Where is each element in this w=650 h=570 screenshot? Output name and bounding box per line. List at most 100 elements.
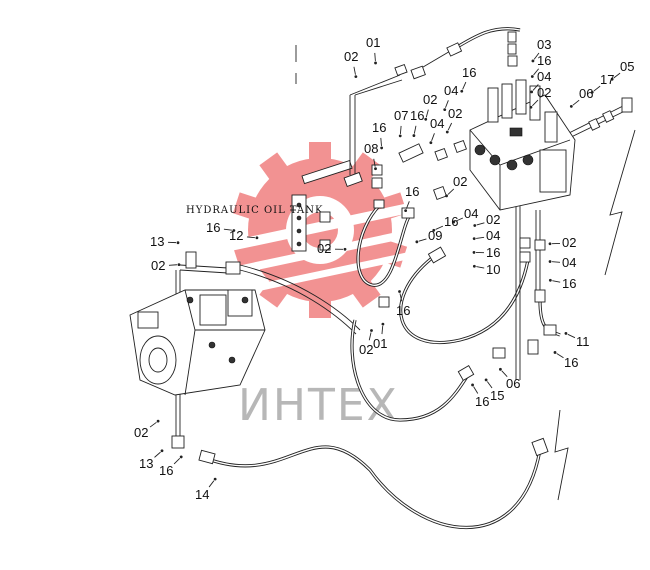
callout: 04: [537, 69, 551, 84]
leader-dot: [381, 322, 385, 326]
leader-dot: [176, 241, 180, 245]
callout: 16: [159, 463, 173, 478]
callout: 09: [428, 228, 442, 243]
leader-line: [532, 99, 539, 107]
leader-dot: [374, 167, 377, 171]
callout: 02: [453, 174, 467, 189]
callout: 01: [366, 35, 380, 50]
leader-dot: [473, 224, 477, 227]
leader-dot: [177, 263, 181, 267]
callout: 12: [229, 228, 243, 243]
fittings: [171, 31, 633, 465]
leader-line: [476, 222, 485, 226]
callout: 01: [373, 336, 387, 351]
callout: 16: [396, 303, 410, 318]
leader-dot: [374, 61, 377, 65]
leader-dot: [156, 419, 160, 423]
leader-dot: [213, 477, 217, 481]
callout: 04: [486, 228, 500, 243]
callout: 15: [490, 388, 504, 403]
callout: 02: [423, 92, 437, 107]
leader-line: [447, 188, 455, 195]
callout: 03: [537, 37, 551, 52]
leader-dot: [531, 59, 535, 63]
leader-line: [168, 264, 177, 266]
leader-line: [223, 228, 232, 231]
leader-dot: [472, 251, 476, 254]
callout: 08: [364, 141, 378, 156]
leader-line: [476, 236, 485, 239]
leader-line: [431, 133, 435, 141]
leader-dot: [548, 260, 552, 263]
leader-line: [501, 370, 508, 377]
callout: 14: [195, 487, 209, 502]
callout: 16: [564, 355, 578, 370]
leader-dot: [404, 209, 408, 212]
leader-line: [552, 261, 561, 263]
leader-line: [447, 122, 453, 131]
leader-dot: [530, 90, 534, 94]
leader-line: [613, 72, 621, 79]
callout: 16: [405, 184, 419, 199]
leader-line: [374, 52, 376, 61]
leader-line: [556, 353, 564, 359]
leader-line: [154, 451, 161, 458]
leader-dot: [564, 332, 568, 335]
leader-line: [473, 386, 479, 394]
callout: 04: [562, 255, 576, 270]
leader-dot: [590, 90, 594, 94]
leader-line: [593, 85, 601, 92]
leader-dot: [398, 134, 402, 138]
leader-dot: [179, 455, 183, 459]
leader-dot: [412, 134, 416, 137]
leader-dot: [553, 351, 557, 354]
leader-dot: [460, 89, 464, 93]
leader-line: [533, 68, 540, 76]
callout: 16: [562, 276, 576, 291]
callout: 16: [206, 220, 220, 235]
leader-dot: [160, 449, 164, 453]
hydraulic-pump: [129, 289, 266, 396]
leader-line: [425, 109, 429, 118]
leader-dot: [499, 367, 502, 371]
leader-dot: [445, 194, 448, 198]
callouts: 01 02 16 04 02 03 16 04 02 06 17 05 16 0…: [134, 35, 634, 502]
leader-line: [405, 201, 410, 209]
leader-dot: [472, 237, 476, 241]
leader-line: [532, 84, 539, 91]
callout: 16: [537, 53, 551, 68]
leader-dot: [415, 240, 419, 244]
leader-dot: [380, 146, 384, 150]
leader-dot: [530, 75, 534, 78]
leader-line: [572, 99, 580, 106]
tank-bracket: [291, 159, 353, 252]
leader-dot: [354, 75, 358, 79]
leader-line: [413, 125, 417, 134]
leader-line: [445, 100, 449, 108]
leader-line: [353, 66, 356, 75]
callout: 02: [134, 425, 148, 440]
leader-dot: [610, 77, 614, 81]
callout-leaders: [149, 52, 621, 488]
control-valve: [469, 79, 576, 211]
callout: 04: [430, 116, 444, 131]
leader-line: [246, 236, 255, 239]
leader-line: [533, 52, 540, 60]
leader-dot: [445, 130, 449, 134]
callout: 04: [464, 206, 478, 221]
leader-line: [462, 81, 467, 90]
hose-lines: [175, 27, 636, 530]
tank-label: HYDRAULIC OIL TANK: [186, 205, 323, 216]
callout: 07: [394, 108, 408, 123]
leader-line: [455, 217, 464, 222]
callout: 04: [444, 83, 458, 98]
callout: 02: [537, 85, 551, 100]
callout: 06: [579, 86, 593, 101]
callout: 16: [410, 108, 424, 123]
leader-dot: [432, 228, 436, 232]
leader-line: [399, 125, 402, 134]
leader-dot: [443, 108, 447, 112]
callout: 06: [506, 376, 520, 391]
leader-dot: [255, 236, 259, 240]
